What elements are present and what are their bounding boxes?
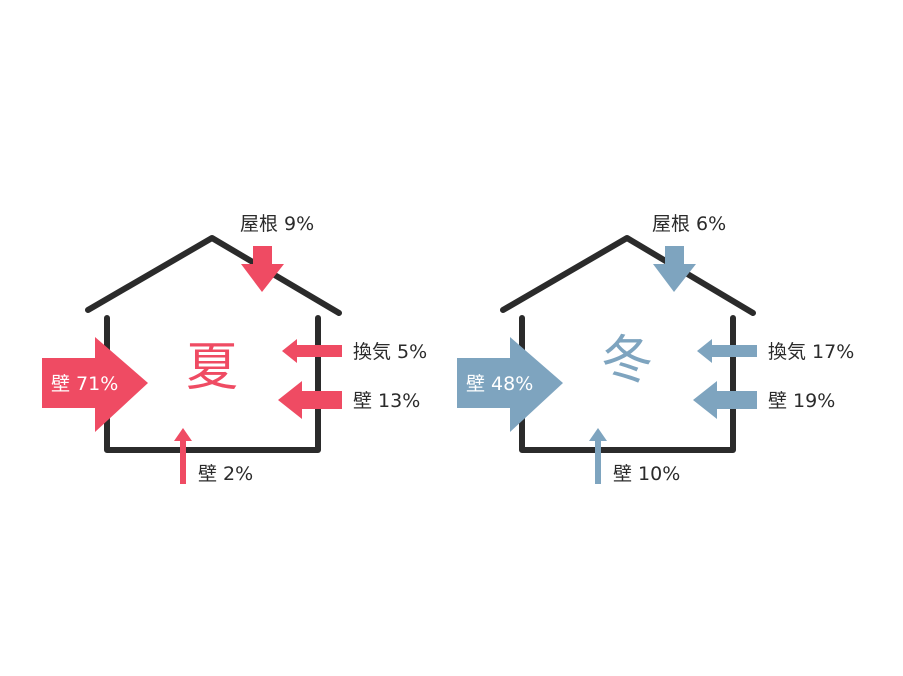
summer-right-wall-label: 壁 13% — [353, 390, 420, 412]
winter-right-wall-label: 壁 19% — [768, 390, 835, 412]
winter-ventilation-arrow — [697, 339, 757, 363]
summer-floor-arrow — [174, 428, 192, 484]
winter-floor-arrow — [589, 428, 607, 484]
summer-season-label: 夏 — [186, 338, 238, 398]
summer-roof-arrow — [241, 246, 284, 292]
winter-left-wall-label: 壁 48% — [466, 373, 533, 395]
summer-ventilation-label: 換気 5% — [353, 341, 427, 363]
summer-right-wall-arrow — [278, 381, 342, 419]
winter-roof-label: 屋根 6% — [652, 213, 726, 235]
summer-ventilation-arrow — [282, 339, 342, 363]
winter-roof-arrow — [653, 246, 696, 292]
summer-house: 夏 屋根 9% 壁 71% 換気 5% 壁 13% 壁 2% — [42, 213, 427, 485]
winter-right-wall-arrow — [693, 381, 757, 419]
winter-floor-label: 壁 10% — [613, 463, 680, 485]
winter-house: 冬 屋根 6% 壁 48% 換気 17% 壁 19% 壁 10% — [457, 213, 854, 485]
summer-left-wall-arrow — [42, 337, 148, 432]
summer-left-wall-label: 壁 71% — [51, 373, 118, 395]
winter-roof-outline — [500, 235, 756, 316]
summer-floor-label: 壁 2% — [198, 463, 253, 485]
summer-roof-outline — [85, 235, 342, 316]
winter-left-wall-arrow — [457, 337, 563, 432]
winter-season-label: 冬 — [601, 331, 653, 391]
summer-roof-label: 屋根 9% — [240, 213, 314, 235]
winter-ventilation-label: 換気 17% — [768, 341, 854, 363]
